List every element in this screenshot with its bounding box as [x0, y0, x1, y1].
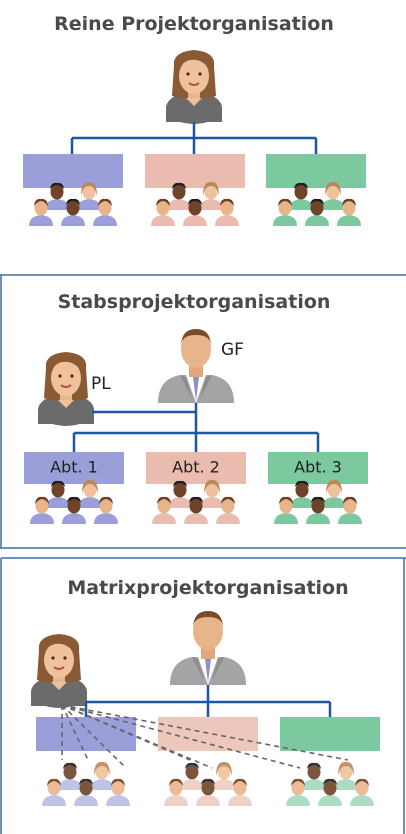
team-group-icon — [286, 762, 374, 818]
team-group-icon — [42, 762, 130, 818]
connector-lines-pure — [70, 122, 318, 154]
dept-label-1: Abt. 1 — [50, 458, 98, 477]
dept-box-salmon-pure — [145, 154, 245, 188]
team-group-icon — [29, 182, 117, 238]
panel-pure: Reine Projektorganisation — [23, 13, 366, 238]
team-group-icon — [30, 480, 118, 536]
dept-box-2 — [146, 452, 246, 484]
woman-avatar-icon — [37, 351, 95, 427]
team-group-icon — [274, 480, 362, 536]
team-group-icon — [273, 182, 361, 238]
gf-label: GF — [221, 340, 244, 360]
dept-box-1 — [24, 452, 124, 484]
dept-box-salmon-matrix — [158, 717, 258, 751]
dashed-assignment-lines — [61, 704, 349, 769]
panel-title-matrix: Matrixprojektorganisation — [67, 577, 348, 599]
panel-title-pure: Reine Projektorganisation — [54, 13, 334, 35]
dept-label-2: Abt. 2 — [172, 458, 220, 477]
dept-label-3: Abt. 3 — [294, 458, 342, 477]
project-lead-woman-icon — [165, 49, 223, 125]
connector-lines-staff — [72, 403, 320, 452]
pl-label: PL — [91, 374, 111, 394]
dept-box-blue-matrix — [36, 717, 136, 751]
dept-box-green-pure — [266, 154, 366, 188]
connector-lines-matrix — [84, 685, 332, 717]
team-group-icon — [152, 480, 240, 536]
woman-avatar-icon — [30, 633, 88, 709]
businessman-avatar-icon — [170, 611, 246, 685]
team-group-icon — [164, 762, 252, 818]
dept-box-green-matrix — [280, 717, 380, 751]
dept-box-blue-pure — [23, 154, 123, 188]
dept-box-3 — [268, 452, 368, 484]
panel-title-staff: Stabsprojektorganisation — [58, 291, 331, 313]
panel-matrix: Matrixprojektorganisation — [0, 557, 406, 834]
panel-staff: Stabsprojektorganisation GF PL Abt. 1 Ab… — [0, 275, 406, 549]
team-group-icon — [151, 182, 239, 238]
